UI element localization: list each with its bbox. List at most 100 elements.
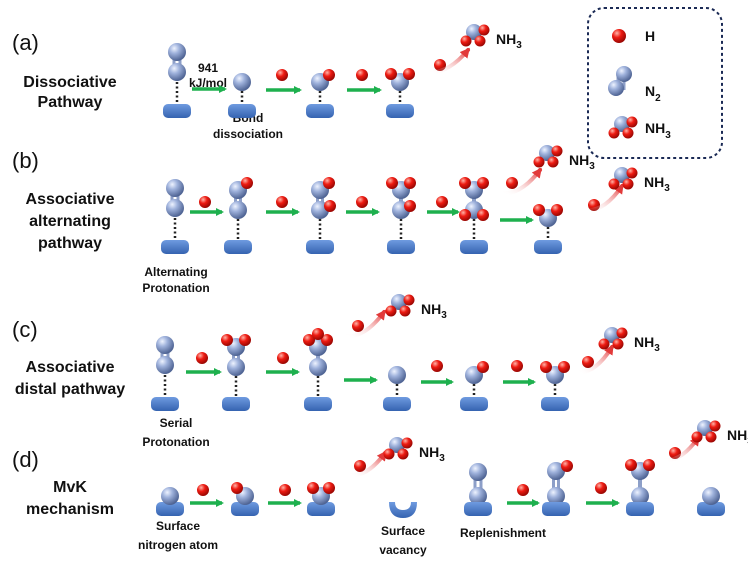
nitrogen-atom bbox=[156, 356, 174, 374]
panel-d-name-line-2: mechanism bbox=[26, 501, 114, 518]
catalyst-surface bbox=[156, 502, 184, 516]
hydrogen-atom bbox=[616, 327, 628, 339]
hydrogen-atom bbox=[626, 167, 638, 179]
legend-h-label: H bbox=[645, 28, 655, 44]
nitrogen-atom bbox=[166, 199, 184, 217]
hydrogen-atom bbox=[551, 204, 563, 216]
hydrogen-atom bbox=[477, 177, 489, 189]
surface-vacancy bbox=[389, 502, 417, 518]
nh3-label: NH3 bbox=[634, 334, 660, 354]
hydrogen-atom bbox=[404, 200, 416, 212]
catalyst-surface bbox=[224, 240, 252, 254]
hydrogen-atom bbox=[517, 484, 529, 496]
hydrogen-atom bbox=[401, 437, 413, 449]
hydrogen-atom bbox=[307, 482, 319, 494]
hydrogen-atom bbox=[533, 156, 545, 168]
hydrogen-atom bbox=[196, 352, 208, 364]
panel-c-name-line-2: distal pathway bbox=[15, 381, 125, 398]
nitrogen-atom bbox=[469, 463, 487, 481]
bond-label-line-2: dissociation bbox=[213, 127, 283, 141]
hydrogen-atom bbox=[478, 24, 490, 36]
catalyst-surface bbox=[306, 240, 334, 254]
hydrogen-atom bbox=[608, 127, 620, 139]
panel-a-name-line-1: Dissociative bbox=[23, 74, 116, 91]
hydrogen-atom bbox=[323, 482, 335, 494]
catalyst-surface bbox=[626, 502, 654, 516]
hydrogen-atom bbox=[276, 69, 288, 81]
catalyst-surface bbox=[534, 240, 562, 254]
nitrogen-atom bbox=[161, 487, 179, 505]
panel-c-label: (c) bbox=[12, 317, 38, 342]
nitrogen-atom bbox=[608, 80, 624, 96]
panel-d-name-line-1: MvK bbox=[53, 479, 87, 496]
hydrogen-atom bbox=[276, 196, 288, 208]
hydrogen-atom bbox=[354, 460, 366, 472]
panel-a-name-line-2: Pathway bbox=[38, 94, 103, 111]
vacancy-label-line-1: Surface bbox=[381, 524, 425, 538]
nitrogen-atom bbox=[469, 487, 487, 505]
hydrogen-atom bbox=[691, 431, 703, 443]
hydrogen-atom bbox=[403, 294, 415, 306]
catalyst-surface bbox=[460, 397, 488, 411]
surface-atom-label-line-2: nitrogen atom bbox=[138, 538, 218, 552]
hydrogen-atom bbox=[705, 431, 717, 443]
hydrogen-atom bbox=[506, 177, 518, 189]
hydrogen-atom bbox=[622, 178, 634, 190]
hydrogen-atom bbox=[547, 156, 559, 168]
hydrogen-atom bbox=[582, 356, 594, 368]
hydrogen-atom bbox=[221, 334, 233, 346]
nitrogen-atom bbox=[702, 487, 720, 505]
hydrogen-atom bbox=[321, 334, 333, 346]
panel-c-header: (c) Associative distal pathway bbox=[12, 317, 125, 398]
catalyst-surface bbox=[387, 240, 415, 254]
nh3-label: NH3 bbox=[727, 427, 748, 447]
hydrogen-atom bbox=[356, 196, 368, 208]
hydrogen-atom bbox=[383, 448, 395, 460]
nitrogen-atom bbox=[388, 366, 406, 384]
hydrogen-atom bbox=[323, 177, 335, 189]
nh3-label: NH3 bbox=[569, 152, 595, 172]
hydrogen-atom bbox=[279, 484, 291, 496]
hydrogen-atom bbox=[404, 177, 416, 189]
nh3-label: NH3 bbox=[419, 444, 445, 464]
hydrogen-atom bbox=[643, 459, 655, 471]
panel-a-label: (a) bbox=[12, 30, 39, 55]
catalyst-surface bbox=[151, 397, 179, 411]
hydrogen-atom bbox=[460, 35, 472, 47]
catalyst-surface bbox=[383, 397, 411, 411]
nitrogen-atom bbox=[168, 63, 186, 81]
panel-b-name-line-2: alternating bbox=[29, 213, 111, 230]
nitrogen-atom bbox=[233, 73, 251, 91]
legend-nh3-label: NH3 bbox=[645, 120, 671, 141]
hydrogen-atom bbox=[352, 320, 364, 332]
hydrogen-atom bbox=[459, 209, 471, 221]
hydrogen-atom bbox=[595, 482, 607, 494]
hydrogen-atom bbox=[303, 334, 315, 346]
release-arrow bbox=[348, 450, 387, 478]
nitrogen-atom bbox=[227, 358, 245, 376]
hydrogen-atom bbox=[385, 305, 397, 317]
hydrogen-atom bbox=[197, 484, 209, 496]
hydrogen-atom bbox=[598, 338, 610, 350]
catalyst-surface bbox=[542, 502, 570, 516]
alternating-label-line-1: Alternating bbox=[144, 265, 207, 279]
catalyst-surface bbox=[228, 104, 256, 118]
hydrogen-atom bbox=[477, 361, 489, 373]
hydrogen-atom bbox=[277, 352, 289, 364]
surface-atom-label-line-1: Surface bbox=[156, 519, 200, 533]
nitrogen-atom bbox=[547, 487, 565, 505]
hydrogen-atom bbox=[558, 361, 570, 373]
catalyst-surface bbox=[161, 240, 189, 254]
nh3-label: NH3 bbox=[421, 301, 447, 321]
release-arrow bbox=[576, 344, 614, 375]
hydrogen-atom bbox=[436, 196, 448, 208]
nh3-label: NH3 bbox=[496, 31, 522, 51]
catalyst-surface bbox=[306, 104, 334, 118]
hydrogen-atom bbox=[241, 177, 253, 189]
nitrogen-atom bbox=[168, 43, 186, 61]
legend-box bbox=[587, 7, 723, 159]
panel-c-name-line-1: Associative bbox=[26, 359, 115, 376]
hydrogen-atom bbox=[608, 178, 620, 190]
hydrogen-atom bbox=[622, 127, 634, 139]
legend-n2-label: N2 bbox=[645, 83, 661, 104]
